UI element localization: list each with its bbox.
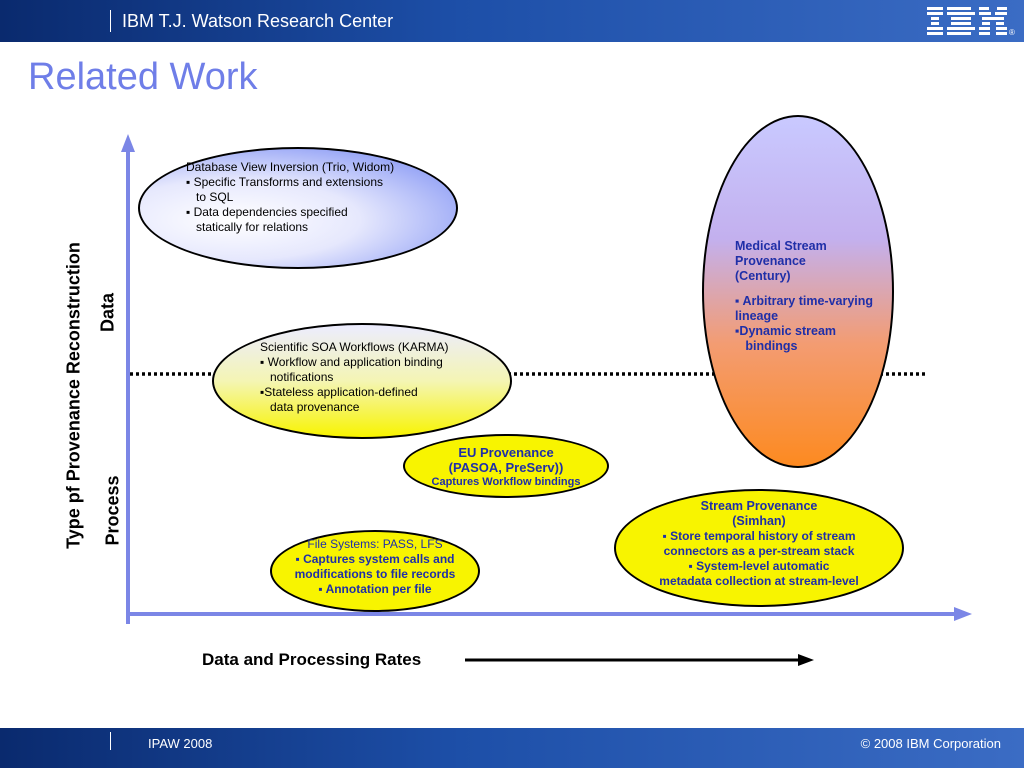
ibm-logo-icon: ®: [927, 7, 1015, 37]
y-axis-top-label: Data: [97, 293, 118, 333]
database-view-node: [138, 147, 458, 269]
x-axis-arrow: [954, 607, 972, 621]
svg-text:®: ®: [1009, 28, 1015, 37]
header-org: IBM T.J. Watson Research Center: [122, 11, 394, 31]
x-axis-label: Data and Processing Rates: [202, 650, 422, 669]
medical-stream-node: [702, 115, 894, 468]
scientific-soa-node: [212, 323, 512, 439]
footer-bar: IPAW 2008 © 2008 IBM Corporation: [0, 728, 1024, 768]
y-axis-bottom-label: Process: [102, 475, 123, 546]
header-divider: [110, 10, 111, 32]
file-systems-node: [270, 530, 480, 612]
footer-divider: [110, 732, 111, 750]
page-title: Related Work: [28, 56, 258, 98]
footer-copyright: © 2008 IBM Corporation: [860, 736, 1001, 751]
eu-provenance-text: EU Provenance (PASOA, PreServ)) Captures…: [431, 445, 581, 488]
y-axis-arrow: [121, 134, 135, 152]
stream-provenance-text: Stream Provenance (Simhan) ▪ Store tempo…: [659, 499, 859, 588]
database-view-text: Database View Inversion (Trio, Widom) ▪ …: [186, 160, 395, 234]
y-axis-label: Type pf Provenance Reconstruction: [63, 242, 84, 549]
footer-event: IPAW 2008: [148, 736, 213, 751]
rates-arrow-head: [798, 654, 814, 666]
stream-provenance-node: [614, 489, 904, 607]
eu-provenance-node: [403, 434, 609, 498]
header-bar: IBM T.J. Watson Research Center ®: [0, 0, 1024, 42]
medical-stream-text: Medical Stream Provenance (Century) ▪ Ar…: [735, 239, 874, 353]
scientific-soa-text: Scientific SOA Workflows (KARMA) ▪ Workf…: [260, 340, 449, 414]
file-systems-text: File Systems: PASS, LFS ▪ Captures syste…: [294, 537, 456, 596]
